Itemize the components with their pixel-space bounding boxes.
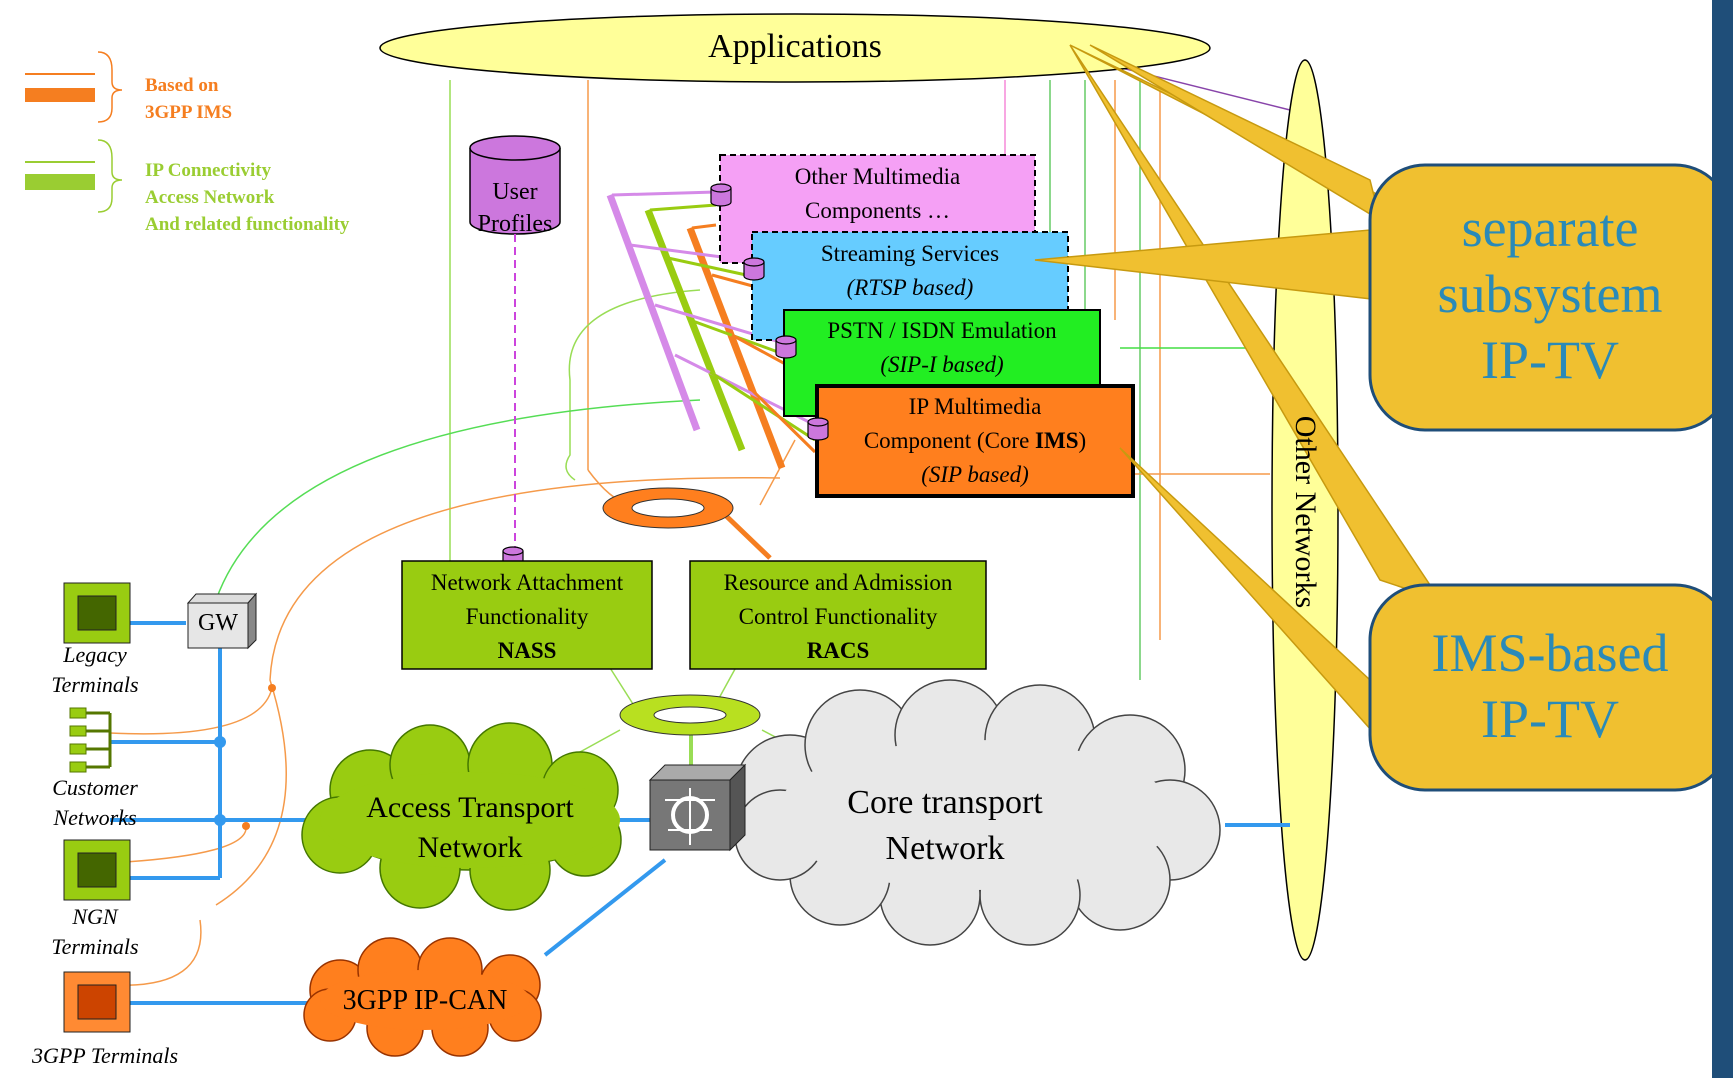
racs-box (689, 560, 987, 670)
legend-ims-text: Based on 3GPP IMS (145, 72, 232, 126)
legend-ip-text: IP Connectivity Access Network And relat… (145, 157, 349, 238)
ims-ring (602, 487, 734, 529)
legend-ip-line-2: Access Network (145, 187, 275, 208)
link-junctions-orange (242, 684, 276, 830)
link-junctions (214, 736, 226, 826)
pstn-line-2: (SIP-I based) (880, 352, 1004, 377)
gw-label: GW (198, 610, 238, 636)
legend-ip-line-3: And related functionality (145, 214, 350, 235)
ims-line-3: (SIP based) (921, 462, 1029, 487)
callout-ims-line-1: IMS-based (1431, 623, 1669, 683)
legend-ims-lines (25, 51, 123, 123)
pstn-label: PSTN / ISDN Emulation (SIP-I based) (784, 314, 1100, 382)
applications-label: Applications (708, 28, 882, 65)
legend-ip-line-1: IP Connectivity (145, 160, 272, 181)
ims-line-1: IP Multimedia (908, 394, 1042, 419)
customer-network-icon (69, 707, 112, 773)
other-networks-label: Other Networks (1289, 415, 1322, 609)
ims-line-2-a: Component (Core (863, 428, 1036, 453)
ngn-terminal-icon (63, 839, 131, 901)
callout-separate-line-2: subsystem (1437, 264, 1663, 324)
streaming-line-1: Streaming Services (820, 241, 1000, 266)
core-line-2: Network (885, 830, 1005, 867)
streaming-line-2: (RTSP based) (846, 275, 974, 300)
streaming-label: Streaming Services (RTSP based) (752, 237, 1068, 305)
customer-line-2: Networks (53, 805, 137, 830)
racs-label: Resource and Admission Control Functiona… (690, 566, 986, 668)
nass-line-1: Network Attachment (430, 570, 624, 595)
user-profiles-line-2: Profiles (477, 211, 553, 237)
access-transport-cloud (301, 722, 622, 911)
user-profiles-label: User Profiles (462, 176, 568, 240)
router-icon (648, 763, 747, 852)
legend-ims-line-2: 3GPP IMS (145, 102, 233, 123)
nass-line-2: Functionality (465, 604, 589, 629)
customer-line-1: Customer (52, 775, 138, 800)
user-profiles-database (469, 135, 561, 555)
racs-line-1: Resource and Admission (723, 570, 953, 595)
customer-networks-label: Customer Networks (30, 773, 160, 833)
nass-line-3: NASS (497, 638, 557, 663)
callout-tails (1034, 44, 1442, 743)
interface-bars (606, 190, 817, 560)
access-transport-label: Access Transport Network (330, 788, 610, 868)
ngn-line-2: Terminals (51, 934, 139, 959)
access-line-1: Access Transport (366, 791, 574, 824)
other-components-label: Other Multimedia Components … (720, 160, 1035, 228)
other-line-2: Components … (804, 198, 951, 223)
pstn-line-1: PSTN / ISDN Emulation (827, 318, 1057, 343)
callout-ims-based-text: IMS-based IP-TV (1370, 620, 1730, 752)
nass-box (401, 560, 653, 670)
legend-ip-lines (25, 139, 123, 213)
ngn-line-1: NGN (72, 904, 118, 929)
ngn-terminals-label: NGN Terminals (30, 902, 160, 962)
gateway-icon (186, 592, 258, 650)
gpp-terminal-icon (63, 971, 131, 1033)
ipcan-label: 3GPP IP-CAN (342, 985, 508, 1016)
racs-line-3: RACS (806, 638, 870, 663)
callout-ims-line-2: IP-TV (1481, 689, 1619, 749)
ipcan-cloud (303, 937, 542, 1057)
access-line-2: Network (417, 831, 523, 864)
applications-ellipse (379, 13, 1211, 83)
slide-accent-bar (1712, 0, 1733, 1078)
ims-line-2-b: IMS (1035, 428, 1079, 453)
callout-separate-line-1: separate (1461, 198, 1639, 258)
ims-line-2: Component (Core IMS) (817, 424, 1133, 458)
core-line-1: Core transport (847, 784, 1043, 821)
user-profiles-line-1: User (492, 179, 538, 205)
callout-separate-text: separate subsystem IP-TV (1370, 195, 1730, 393)
nass-label: Network Attachment Functionality NASS (402, 566, 652, 668)
other-line-1: Other Multimedia (794, 164, 961, 189)
legacy-line-1: Legacy (63, 642, 127, 667)
racs-line-2: Control Functionality (738, 604, 938, 629)
legacy-terminals-label: Legacy Terminals (30, 640, 160, 700)
legacy-terminal-icon (63, 582, 131, 644)
legend-ims-line-1: Based on (145, 75, 219, 96)
transport-ring (619, 694, 761, 736)
callout-separate-line-3: IP-TV (1481, 330, 1619, 390)
ims-component-box (815, 384, 1135, 498)
ims-line-2-c: ) (1078, 428, 1087, 453)
core-transport-label: Core transport Network (790, 780, 1100, 872)
gpp-terminals-label: 3GPP Terminals (31, 1043, 179, 1068)
legacy-line-2: Terminals (51, 672, 139, 697)
core-transport-cloud (734, 679, 1221, 946)
ims-component-label: IP Multimedia Component (Core IMS) (SIP … (817, 390, 1133, 492)
